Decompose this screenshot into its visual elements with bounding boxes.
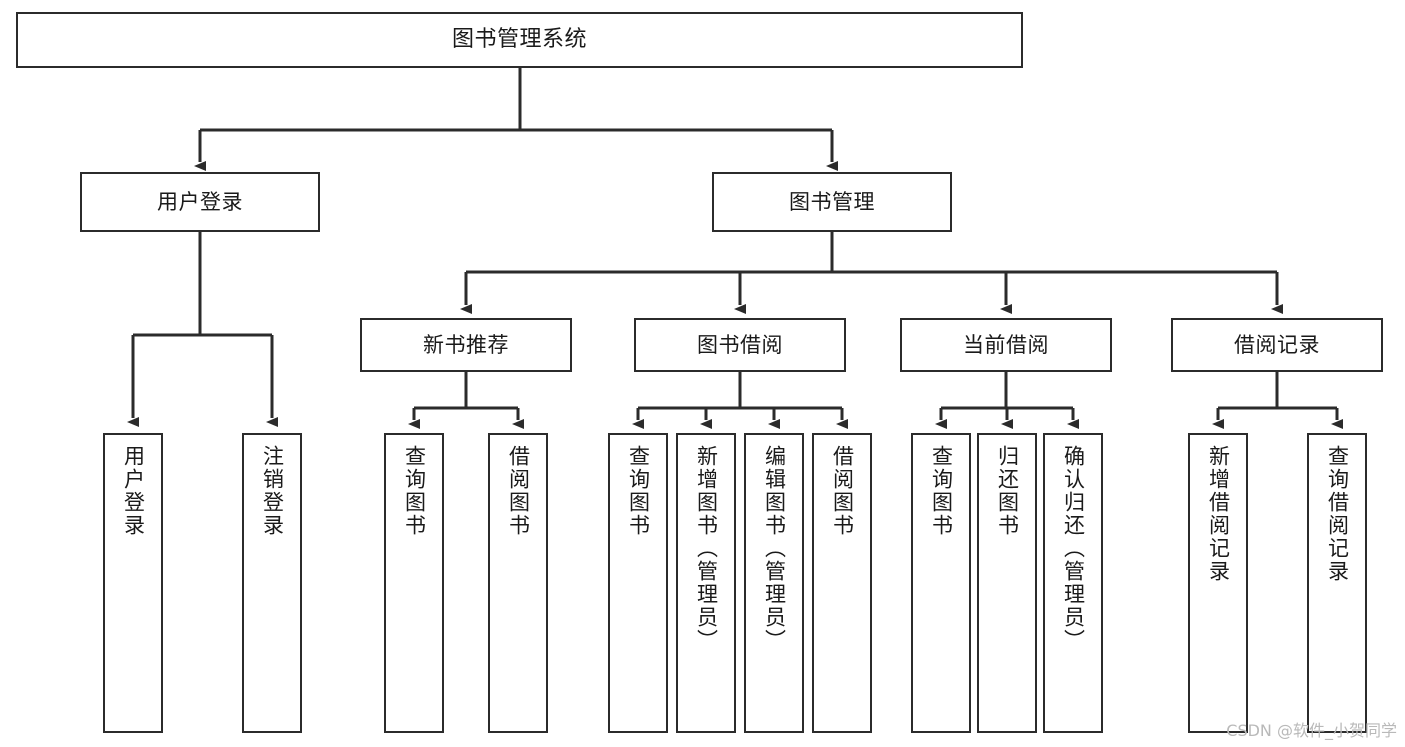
node-leaf-return-book-label: 归还图书 — [995, 445, 1020, 537]
node-book-borrow-label: 图书借阅 — [697, 332, 783, 357]
node-leaf-borrow-book-2-label: 借阅图书 — [830, 445, 855, 537]
node-current-borrow-label: 当前借阅 — [963, 332, 1049, 357]
node-leaf-query-book-2-label: 查询图书 — [626, 445, 651, 537]
node-leaf-confirm-return[interactable]: 确认归还（管理员） — [1043, 433, 1103, 733]
node-leaf-query-book-3[interactable]: 查询图书 — [911, 433, 971, 733]
node-leaf-query-book-1[interactable]: 查询图书 — [384, 433, 444, 733]
node-leaf-query-record[interactable]: 查询借阅记录 — [1307, 433, 1367, 733]
node-leaf-query-book-3-label: 查询图书 — [929, 445, 954, 537]
node-book-manage[interactable]: 图书管理 — [712, 172, 952, 232]
node-leaf-borrow-book-1-label: 借阅图书 — [506, 445, 531, 537]
node-borrow-record[interactable]: 借阅记录 — [1171, 318, 1383, 372]
node-leaf-add-record[interactable]: 新增借阅记录 — [1188, 433, 1248, 733]
node-leaf-confirm-return-label: 确认归还（管理员） — [1061, 445, 1086, 652]
node-user-login-label: 用户登录 — [157, 189, 243, 214]
node-root-label: 图书管理系统 — [451, 27, 587, 53]
node-leaf-return-book[interactable]: 归还图书 — [977, 433, 1037, 733]
node-leaf-query-record-label: 查询借阅记录 — [1325, 445, 1350, 583]
node-leaf-logout-label: 注销登录 — [260, 445, 285, 537]
node-leaf-logout[interactable]: 注销登录 — [242, 433, 302, 733]
node-new-book-rec[interactable]: 新书推荐 — [360, 318, 572, 372]
node-leaf-borrow-book-1[interactable]: 借阅图书 — [488, 433, 548, 733]
node-root[interactable]: 图书管理系统 — [16, 12, 1023, 68]
node-new-book-rec-label: 新书推荐 — [423, 332, 509, 357]
node-current-borrow[interactable]: 当前借阅 — [900, 318, 1112, 372]
node-leaf-user-login[interactable]: 用户登录 — [103, 433, 163, 733]
node-leaf-user-login-label: 用户登录 — [121, 445, 146, 537]
node-leaf-edit-book-label: 编辑图书（管理员） — [762, 445, 787, 652]
node-leaf-edit-book[interactable]: 编辑图书（管理员） — [744, 433, 804, 733]
csdn-watermark: CSDN @软件_小贺同学 — [1226, 721, 1397, 740]
node-leaf-borrow-book-2[interactable]: 借阅图书 — [812, 433, 872, 733]
node-leaf-add-book[interactable]: 新增图书（管理员） — [676, 433, 736, 733]
node-borrow-record-label: 借阅记录 — [1234, 332, 1320, 357]
node-leaf-add-record-label: 新增借阅记录 — [1206, 445, 1231, 583]
node-leaf-query-book-2[interactable]: 查询图书 — [608, 433, 668, 733]
node-book-borrow[interactable]: 图书借阅 — [634, 318, 846, 372]
node-leaf-add-book-label: 新增图书（管理员） — [694, 445, 719, 652]
node-user-login[interactable]: 用户登录 — [80, 172, 320, 232]
node-leaf-query-book-1-label: 查询图书 — [402, 445, 427, 537]
node-book-manage-label: 图书管理 — [789, 189, 875, 214]
